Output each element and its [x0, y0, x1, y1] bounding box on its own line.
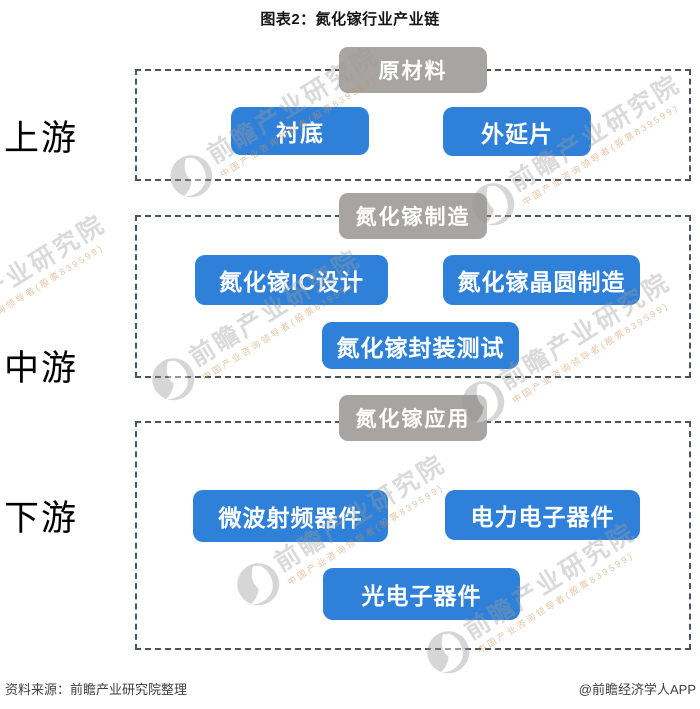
item-microwave-rf-devices: 微波射频器件 [193, 490, 388, 542]
item-gan-packaging-testing: 氮化镓封装测试 [322, 322, 519, 369]
section-header-raw-materials: 原材料 [339, 47, 487, 93]
item-optoelectronic-devices: 光电子器件 [323, 568, 520, 620]
footer-credit-text: @前瞻经济学人APP [578, 682, 696, 697]
watermark-main-text: 前瞻产业研究院 [0, 209, 111, 337]
item-gan-wafer-manufacturing: 氮化镓晶圆制造 [443, 255, 640, 305]
item-epitaxial-wafer: 外延片 [443, 107, 591, 156]
item-power-electronic-devices: 电力电子器件 [445, 490, 640, 540]
side-label-midstream: 中游 [4, 349, 79, 389]
side-label-downstream: 下游 [4, 499, 79, 539]
side-label-upstream: 上游 [4, 119, 79, 159]
section-header-gan-manufacturing: 氮化镓制造 [339, 193, 487, 239]
item-gan-ic-design: 氮化镓IC设计 [195, 255, 388, 305]
page-title: 图表2：氮化镓行业产业链 [260, 11, 440, 28]
section-header-gan-applications: 氮化镓应用 [339, 395, 487, 441]
item-substrate: 衬底 [231, 107, 369, 155]
watermark-sub-text: 中国产业咨询领导者(股票839599) [0, 242, 106, 348]
footer-source-text: 资料来源：前瞻产业研究院整理 [5, 682, 188, 697]
